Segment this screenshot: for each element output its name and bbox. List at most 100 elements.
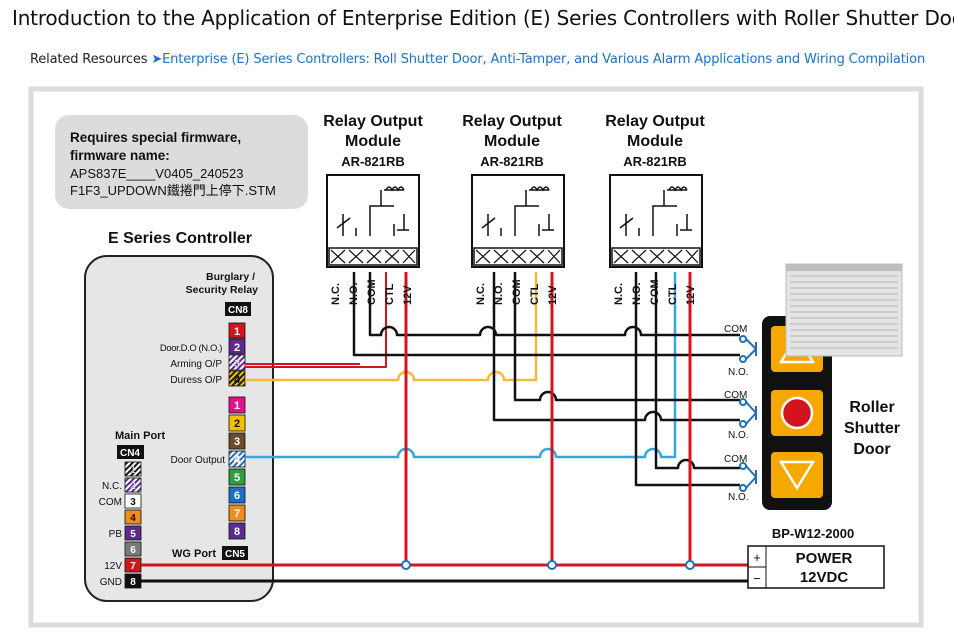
switch-down-no: N.O. (728, 492, 749, 503)
cn8-pin-1-label: 1 (234, 326, 240, 338)
relay-module-1: Relay Output Module AR-821RB N.C. N.O. C… (323, 113, 423, 305)
relay-3-title2: Module (627, 133, 683, 150)
relay-3-term-ctl: CTL (667, 283, 679, 305)
relay-3-schematic (619, 189, 692, 236)
switch-down-com: COM (724, 454, 747, 465)
relay-2-model: AR-821RB (480, 154, 544, 169)
cn8-pin-2 (228, 338, 246, 355)
cn5-pin-5-label: 5 (234, 472, 240, 484)
junction-r2 (547, 560, 557, 570)
wire-r1-no (352, 272, 740, 357)
cn5-pin-7-label: 7 (234, 508, 240, 520)
door-switch-panel: COM N.O. COM N.O. COM N.O. (724, 316, 832, 510)
wire-duress-ctl (245, 272, 538, 382)
relay-2-term-ctl: CTL (529, 283, 541, 305)
power-label-1: POWER (796, 550, 853, 567)
relay-3-term-12v: 12V (685, 285, 697, 305)
cn5-badge (222, 546, 248, 560)
relay-3-term-no: N.O. (631, 282, 643, 305)
page-title: Introduction to the Application of Enter… (12, 6, 954, 30)
triangle-down-icon (778, 460, 816, 491)
cn4-pin-4 (124, 509, 142, 525)
duress-label: Duress O/P (170, 375, 222, 386)
cn8-pin-4 (228, 370, 246, 387)
cn5-pin-4-label: 4 (234, 454, 241, 466)
cn5-pin-2 (228, 414, 246, 432)
firmware-note-line1: Requires special firmware, (70, 130, 241, 145)
cn4-pin-3-label: 3 (130, 497, 136, 508)
relay-3-term-nc: N.C. (613, 283, 625, 305)
com-label: COM (99, 497, 122, 508)
relay-1-title1: Relay Output (323, 113, 423, 130)
gnd-label: GND (100, 577, 122, 588)
wire-arming-ctl (245, 272, 387, 368)
relay-1-term-com: COM (366, 279, 378, 305)
relay-1-term-nc: N.C. (330, 283, 342, 305)
relay-title-1: Burglary / (206, 271, 255, 283)
switch-up-no: N.O. (728, 367, 749, 378)
relay-1-screws (330, 249, 416, 264)
cn5-pin-1 (228, 396, 246, 414)
nc-label: N.C. (102, 481, 122, 492)
cn8-badge (225, 302, 251, 316)
cn4-pin-1 (124, 461, 142, 477)
power-minus: − (753, 571, 761, 586)
cn8-label: CN8 (228, 305, 248, 316)
relay-2-schematic (481, 189, 554, 236)
wires (141, 272, 752, 583)
firmware-note (55, 115, 308, 209)
cn4-pin-2-label: 2 (130, 481, 136, 492)
cn4-pin-3 (124, 493, 142, 509)
cn4-pin-5-label: 5 (130, 529, 136, 540)
cn4-pin-6 (124, 541, 142, 557)
wire-r3-com (654, 272, 740, 470)
relay-1-title2: Module (345, 133, 401, 150)
wire-r3-no (634, 272, 740, 487)
cn4-pins: 1 2 3 4 5 6 7 8 (124, 461, 142, 589)
relay-3-screws (613, 249, 699, 264)
cn5-pin-8-label: 8 (234, 526, 240, 538)
cn5-pin-2-label: 2 (234, 418, 240, 430)
wire-r2-com (513, 272, 740, 402)
power-plus: + (753, 550, 761, 565)
relay-1-schematic (336, 189, 409, 236)
firmware-note-line4: F1F3_UPDOWN鐵捲門上停下.STM (70, 183, 276, 198)
door-do-label: Door.D.O (N.O.) (160, 343, 222, 354)
relay-2-term-com: COM (511, 279, 523, 305)
wire-r1-com (368, 272, 740, 337)
relay-3-term-com: COM (649, 279, 661, 305)
cn5-pin-8 (228, 522, 246, 540)
cn8-pin-2-label: 2 (234, 342, 240, 354)
switch-up-com: COM (724, 324, 747, 335)
cn4-pin-8-label: 8 (130, 577, 136, 588)
down-button[interactable] (771, 452, 823, 498)
relay-title-2: Security Relay (186, 284, 259, 296)
cn4-pin-5 (124, 525, 142, 541)
related-resources-link[interactable]: ➤Enterprise (E) Series Controllers: Roll… (151, 52, 925, 67)
relay-1-term-12v: 12V (402, 285, 414, 305)
relay-2-coil (530, 186, 550, 192)
relay-3-model: AR-821RB (623, 154, 687, 169)
related-resources-label: Related Resources (30, 52, 148, 67)
v12-label: 12V (104, 561, 122, 572)
relay-2-screws (475, 249, 561, 264)
cn5-pin-3 (228, 432, 246, 450)
relay-2-term-12v: 12V (547, 285, 559, 305)
relay-2-term-nc: N.C. (475, 283, 487, 305)
controller-title: E Series Controller (108, 230, 252, 247)
door-output-label: Door Output (171, 455, 226, 466)
cn8-pin-3-label: 3 (234, 358, 240, 370)
power-label-2: 12VDC (800, 569, 849, 586)
arrow-right-icon: ➤ (151, 52, 163, 67)
cn5-pin-5 (228, 468, 246, 486)
relay-2-term-no: N.O. (493, 282, 505, 305)
arming-label: Arming O/P (170, 359, 222, 370)
relay-3-title1: Relay Output (605, 113, 705, 130)
cn5-pin-4 (228, 450, 246, 468)
cn4-pin-6-label: 6 (130, 545, 136, 556)
cn5-pin-3-label: 3 (234, 436, 240, 448)
cn4-label: CN4 (120, 448, 140, 459)
relay-3-coil (668, 186, 688, 192)
cn4-badge (117, 445, 144, 459)
